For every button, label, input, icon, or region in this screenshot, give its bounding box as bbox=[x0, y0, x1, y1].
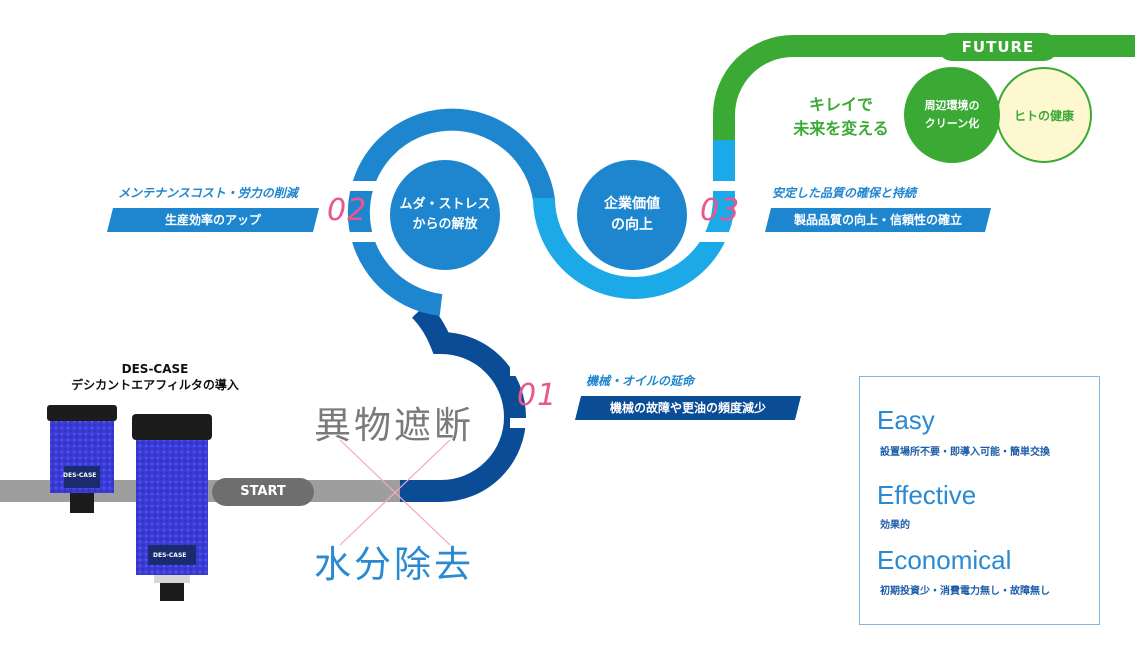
blue-pipe bbox=[347, 108, 555, 316]
flange-02 bbox=[322, 181, 382, 191]
cross-top-text: 異物遮断 bbox=[314, 404, 474, 447]
step03-bubble: 企業価値 の向上 bbox=[577, 160, 687, 270]
benefit-subtitle-easy: 設置場所不要・即導入可能・簡単交換 bbox=[880, 447, 1050, 458]
flange-01b bbox=[510, 418, 570, 428]
flange-03b bbox=[694, 232, 754, 242]
start-pill bbox=[212, 478, 314, 506]
future-circle-environment: 周辺環境の クリーン化 bbox=[904, 67, 1000, 163]
step03-tag: 安定した品質の確保と持続 bbox=[772, 186, 917, 200]
flange-01 bbox=[510, 366, 570, 376]
filter-small bbox=[47, 405, 117, 513]
filter-large bbox=[132, 414, 212, 601]
brand-mark-large: DES-CASE bbox=[153, 552, 187, 559]
step01-tag: 機械・オイルの延命 bbox=[586, 374, 695, 388]
benefit-title-easy: Easy bbox=[877, 405, 935, 435]
flange-02b bbox=[322, 232, 382, 242]
step02-number: 02 bbox=[327, 193, 368, 228]
step03-number: 03 bbox=[700, 193, 741, 228]
future-label: FUTURE bbox=[961, 38, 1035, 56]
future-pill bbox=[938, 33, 1058, 61]
product-name: DES-CASE bbox=[121, 362, 189, 376]
navy-pipe bbox=[400, 302, 526, 502]
product-label: DES-CASE デシカントエアフィルタの導入 bbox=[30, 361, 280, 393]
brand-mark-small: DES-CASE bbox=[63, 472, 97, 479]
step02-tag: メンテナンスコスト・労力の削減 bbox=[118, 186, 298, 200]
step01-banner: 機械の故障や更油の頻度減少 bbox=[575, 396, 801, 420]
future-circle-health: ヒトの健康 bbox=[996, 67, 1092, 163]
benefit-subtitle-economical: 初期投資少・消費電力無し・故障無し bbox=[880, 586, 1050, 597]
start-label: START bbox=[240, 484, 286, 499]
cross-bottom-text: 水分除去 bbox=[314, 543, 474, 586]
step01-number: 01 bbox=[517, 378, 558, 413]
benefits-box: Easy 設置場所不要・即導入可能・簡単交換 Effective 効果的 Eco… bbox=[859, 376, 1100, 625]
benefit-title-economical: Economical bbox=[877, 545, 1012, 575]
benefit-title-effective: Effective bbox=[877, 480, 977, 510]
future-headline: キレイで 未来を変える bbox=[793, 95, 889, 138]
cross-line-b bbox=[339, 439, 451, 546]
green-pipe bbox=[713, 35, 1135, 140]
flange-03 bbox=[694, 181, 754, 191]
step02-banner: 生産効率のアップ bbox=[107, 208, 319, 232]
step02-bubble: ムダ・ストレス からの解放 bbox=[390, 160, 500, 270]
product-description: デシカントエアフィルタの導入 bbox=[71, 378, 239, 392]
step03-banner: 製品品質の向上・信頼性の確立 bbox=[765, 208, 991, 232]
benefit-subtitle-effective: 効果的 bbox=[880, 520, 910, 531]
